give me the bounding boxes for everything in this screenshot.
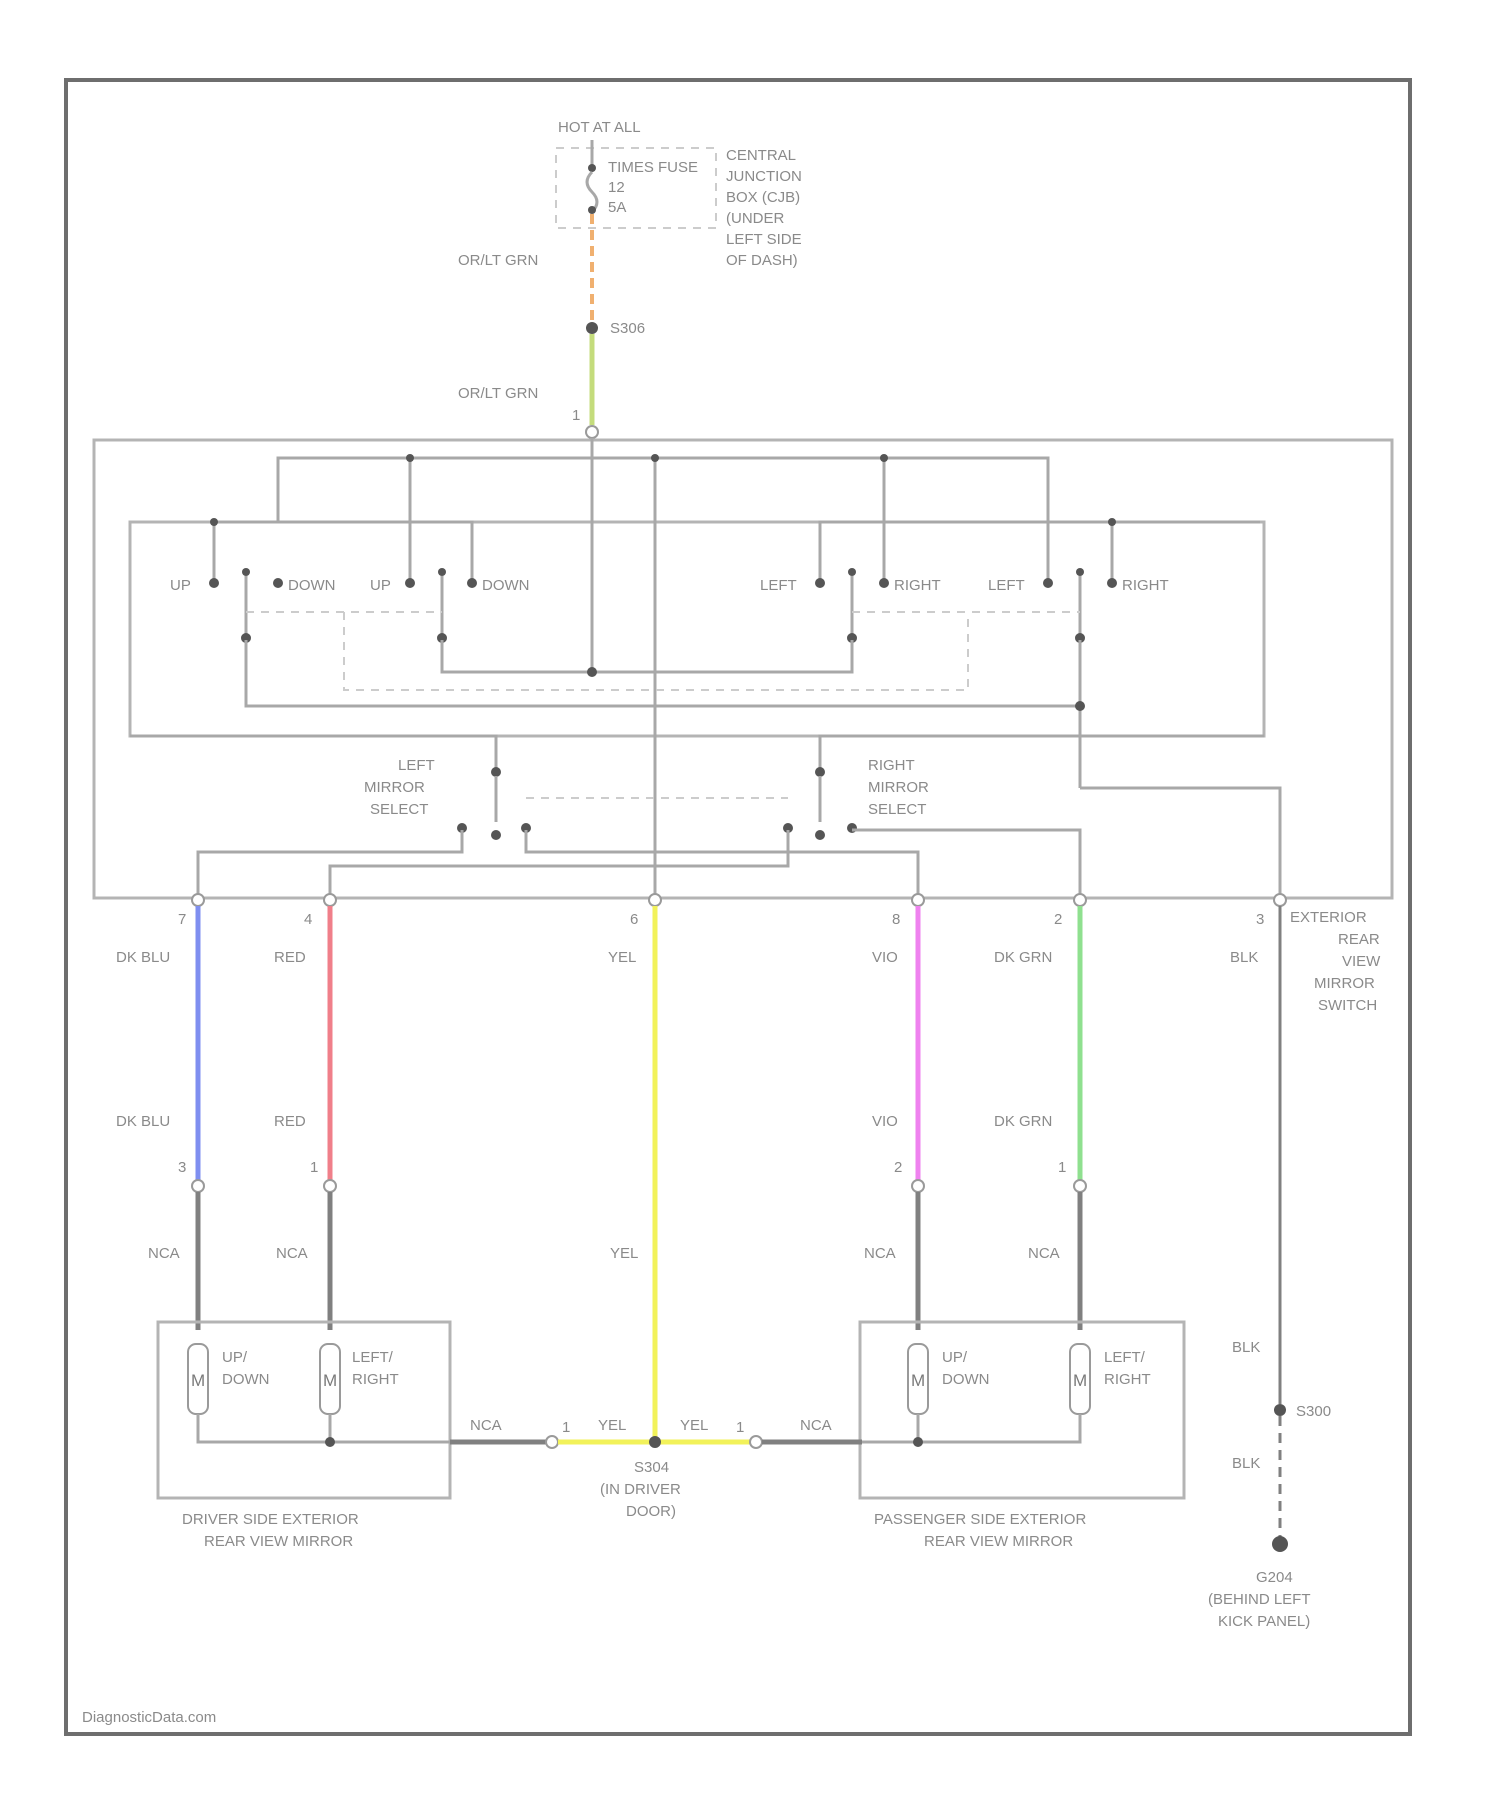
bottom-pin-right: 1 [736,1419,744,1436]
hot-at-all-label: HOT AT ALL [558,119,641,136]
passenger-mirror-name-2: REAR VIEW MIRROR [924,1533,1073,1550]
wire-dk-blu-lower: NCA [148,1245,180,1262]
splice-s304-dot [649,1436,661,1448]
wire-yel-lower: YEL [610,1245,638,1262]
splice-s300-label: S300 [1296,1403,1331,1420]
wire-vio-label-2: VIO [872,1113,898,1130]
splice-s300-dot [1274,1404,1286,1416]
wire-red-label-2: RED [274,1113,306,1130]
label-right-1: RIGHT [894,577,941,594]
ground-g204-dot [1272,1536,1288,1552]
top-wire-pin: 1 [572,407,580,424]
wire-dk-blu-label: DK BLU [116,949,170,966]
label-up-2: UP [370,577,391,594]
driver-mirror-name-2: REAR VIEW MIRROR [204,1533,353,1550]
fuse-amp: 5A [608,199,626,216]
cjb-line-4: (UNDER [726,210,784,227]
cjb-line-2: JUNCTION [726,168,802,185]
wire-dk-grn-label: DK GRN [994,949,1052,966]
bottom-pin-left: 1 [562,1419,570,1436]
switch-name-2: REAR [1338,931,1380,948]
switch-name-1: EXTERIOR [1290,909,1367,926]
switch-inner-box [130,522,1264,736]
label-down-1: DOWN [288,577,336,594]
switch-name-3: VIEW [1342,953,1381,970]
wire-yel-label: YEL [608,949,636,966]
splice-s306-label: S306 [610,320,645,337]
wire-blk-pin-top: 3 [1256,911,1264,928]
right-select-1: RIGHT [868,757,915,774]
wire-dk-grn-lower: NCA [1028,1245,1060,1262]
ground-blk-1: BLK [1232,1339,1260,1356]
cjb-line-1: CENTRAL [726,147,796,164]
passenger-motor-2-symbol: M [1073,1371,1087,1390]
label-left-1: LEFT [760,577,797,594]
bottom-yel-right: YEL [680,1417,708,1434]
wire-vio-pin-bottom: 2 [894,1159,902,1176]
right-select-3: SELECT [868,801,926,818]
wire-red-pin-bottom: 1 [310,1159,318,1176]
label-up-1: UP [170,577,191,594]
ground-label-1: G204 [1256,1569,1293,1586]
ground-label-2: (BEHIND LEFT [1208,1591,1311,1608]
wire-dk-blu-pin-top: 7 [178,911,186,928]
wire-vio-pin-top: 8 [892,911,900,928]
cjb-line-6: OF DASH) [726,252,798,269]
fuse-number: 12 [608,179,625,196]
splice-s304-label-3: DOOR) [626,1503,676,1520]
bottom-nca-right: NCA [800,1417,832,1434]
splice-s304-label-1: S304 [634,1459,669,1476]
label-down-2: DOWN [482,577,530,594]
ground-label-3: KICK PANEL) [1218,1613,1310,1630]
left-select-3: SELECT [370,801,428,818]
passenger-motor-1-label-2: DOWN [942,1371,990,1388]
driver-motor-1-label-1: UP/ [222,1349,248,1366]
wire-dk-grn-label-2: DK GRN [994,1113,1052,1130]
wire-blk-label: BLK [1230,949,1258,966]
wire-red-label: RED [274,949,306,966]
label-right-2: RIGHT [1122,577,1169,594]
top-wire-color-upper: OR/LT GRN [458,252,538,269]
bottom-yel-left: YEL [598,1417,626,1434]
cjb-line-3: BOX (CJB) [726,189,800,206]
wire-yel-pin-top: 6 [630,911,638,928]
left-select-1: LEFT [398,757,435,774]
top-wire-color-lower: OR/LT GRN [458,385,538,402]
driver-motor-1-symbol: M [191,1371,205,1390]
wire-dk-blu-pin-bottom: 3 [178,1159,186,1176]
wire-dk-blu-label-2: DK BLU [116,1113,170,1130]
wire-dk-grn-pin-bottom: 1 [1058,1159,1066,1176]
passenger-motor-2-label-1: LEFT/ [1104,1349,1146,1366]
passenger-motor-1-symbol: M [911,1371,925,1390]
diagram-frame [66,80,1410,1734]
switch-housing [94,440,1392,898]
passenger-mirror-name-1: PASSENGER SIDE EXTERIOR [874,1511,1086,1528]
wire-red-lower: NCA [276,1245,308,1262]
label-left-2: LEFT [988,577,1025,594]
wire-red-pin-top: 4 [304,911,312,928]
left-select-2: MIRROR [364,779,425,796]
cjb-line-5: LEFT SIDE [726,231,802,248]
switch-name-5: SWITCH [1318,997,1377,1014]
driver-motor-1-label-2: DOWN [222,1371,270,1388]
passenger-motor-1-label-1: UP/ [942,1349,968,1366]
splice-s304-label-2: (IN DRIVER [600,1481,681,1498]
driver-motor-2-label-1: LEFT/ [352,1349,394,1366]
splice-s306-dot [586,322,598,334]
right-select-2: MIRROR [868,779,929,796]
bottom-nca-left: NCA [470,1417,502,1434]
wire-dk-grn-pin-top: 2 [1054,911,1062,928]
driver-motor-2-symbol: M [323,1371,337,1390]
driver-mirror-name-1: DRIVER SIDE EXTERIOR [182,1511,359,1528]
passenger-motor-2-label-2: RIGHT [1104,1371,1151,1388]
ground-blk-2: BLK [1232,1455,1260,1472]
watermark: DiagnosticData.com [82,1709,216,1726]
wire-vio-label: VIO [872,949,898,966]
wire-vio-lower: NCA [864,1245,896,1262]
fuse-name: TIMES FUSE [608,159,698,176]
driver-motor-2-label-2: RIGHT [352,1371,399,1388]
switch-name-4: MIRROR [1314,975,1375,992]
